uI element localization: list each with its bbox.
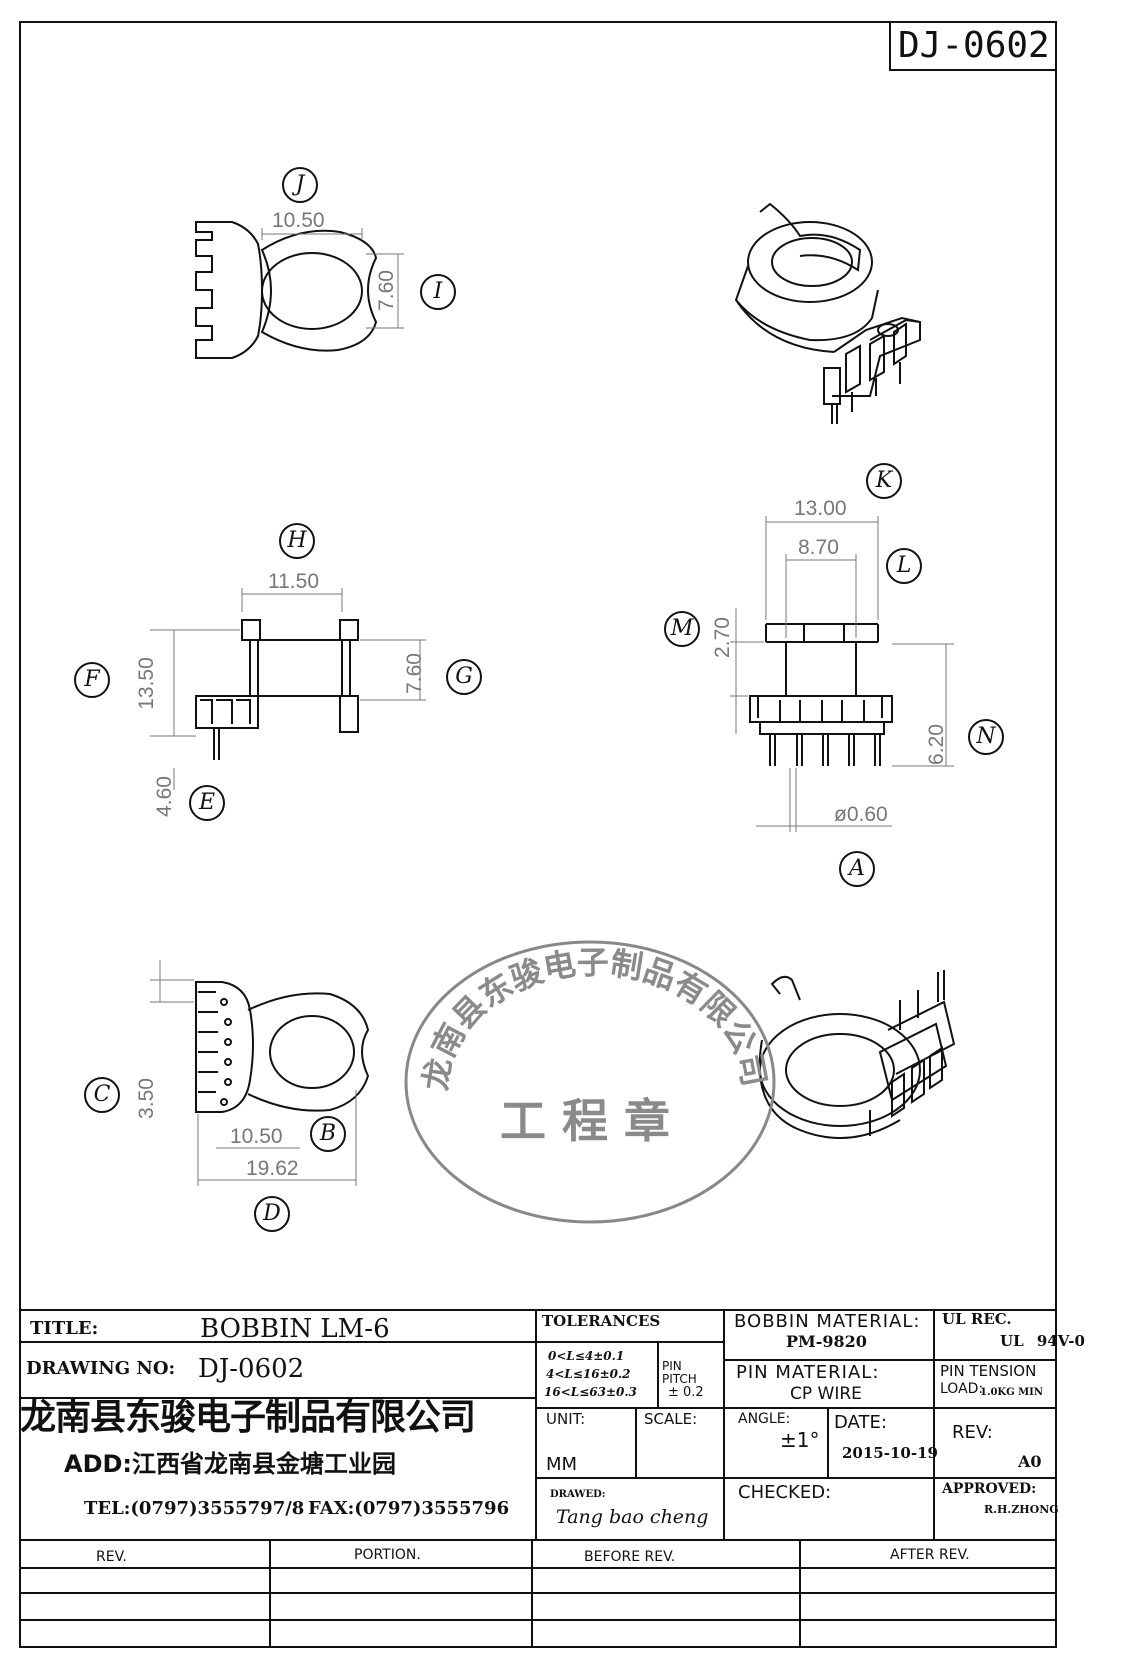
date-value: 2015-10-19	[842, 1444, 938, 1462]
callout-circle-g	[446, 659, 482, 695]
dim-top-height: 7.60	[374, 270, 398, 311]
pin-tension-load: LOAD:	[940, 1381, 984, 1397]
date-label: DATE:	[834, 1412, 887, 1433]
title-block-lines	[20, 1309, 1056, 1647]
callout-circle-h	[279, 523, 315, 559]
top-view	[195, 221, 404, 359]
rev-label: REV:	[952, 1422, 993, 1443]
callout-c: C	[93, 1082, 111, 1107]
rev-header-before: BEFORE REV.	[584, 1549, 676, 1565]
dim-front-flange-width: 13.00	[794, 497, 847, 520]
title-label: TITLE:	[30, 1318, 99, 1339]
company-fax: FAX:(0797)3555796	[308, 1498, 510, 1519]
unit-label: UNIT:	[546, 1410, 586, 1428]
callout-circle-d	[254, 1196, 290, 1232]
front-view	[730, 516, 954, 832]
drawn-value: Tang bao cheng	[556, 1506, 709, 1528]
dim-side-pin-length: 4.60	[152, 776, 176, 817]
callout-b: B	[319, 1121, 337, 1146]
callout-circle-j	[282, 167, 318, 203]
callout-circle-i	[420, 274, 456, 310]
dim-bottom-core-width: 10.50	[230, 1125, 283, 1148]
callout-l: L	[896, 553, 912, 578]
drawing-code: DJ-0602	[898, 25, 1050, 66]
isometric-view-2	[758, 970, 956, 1139]
callout-f: F	[84, 667, 100, 692]
drawing-no-label: DRAWING NO:	[26, 1358, 176, 1379]
callout-j: J	[295, 172, 305, 197]
dim-pin-diameter: ø0.60	[834, 803, 888, 826]
callout-g: G	[455, 664, 473, 689]
approved-value: R.H.ZHONG	[984, 1503, 1059, 1516]
drawing-no-value: DJ-0602	[198, 1354, 305, 1384]
ul-value: UL 94V-0	[1000, 1332, 1085, 1350]
bottom-view	[150, 960, 370, 1186]
pin-material-label: PIN MATERIAL:	[736, 1362, 880, 1383]
angle-value: ±1°	[780, 1428, 820, 1452]
dim-side-width: 11.50	[268, 570, 319, 593]
stamp-label: 工 程 章	[500, 1094, 671, 1148]
pin-material-value: CP WIRE	[790, 1384, 862, 1404]
pin-tension-value: 1.0KG MIN	[980, 1387, 1043, 1398]
callout-circle-e	[189, 785, 225, 821]
dim-side-total-height: 13.50	[134, 657, 158, 710]
tolerance-2: 4<L≤16±0.2	[546, 1367, 631, 1381]
callout-k: K	[875, 468, 893, 493]
company-tel: TEL:(0797)3555797/8	[84, 1498, 305, 1519]
callout-circle-l	[886, 548, 922, 584]
sheet-border	[19, 21, 1057, 1648]
side-view	[150, 588, 426, 790]
callout-circle-m	[664, 611, 700, 647]
bobbin-material-value: PM-9820	[786, 1332, 867, 1351]
company-name: 龙南县东骏电子制品有限公司	[20, 1397, 476, 1438]
scale-label: SCALE:	[644, 1410, 698, 1428]
angle-label: ANGLE:	[738, 1411, 791, 1427]
dim-bottom-pin-pitch: 3.50	[134, 1078, 158, 1119]
tolerances-label: TOLERANCES	[542, 1312, 661, 1330]
callout-circle-k	[866, 463, 902, 499]
dim-bottom-total-width: 19.62	[246, 1157, 299, 1180]
pin-tension-label: PIN TENSION	[940, 1362, 1037, 1380]
approved-label: APPROVED:	[942, 1481, 1037, 1497]
pin-pitch-value: ± 0.2	[668, 1385, 704, 1400]
dim-top-width: 10.50	[272, 209, 325, 232]
callout-circle-b	[310, 1116, 346, 1152]
callout-d: D	[263, 1201, 281, 1226]
callout-circle-f	[74, 662, 110, 698]
pin-pitch-label-1: PIN	[662, 1359, 682, 1373]
callout-a: A	[849, 856, 865, 881]
callout-h: H	[287, 528, 307, 553]
rev-value: A0	[1018, 1452, 1042, 1471]
dim-front-height: 6.20	[924, 724, 948, 765]
pin-pitch-label-2: PITCH	[662, 1372, 697, 1386]
dim-front-flange-thk: 2.70	[710, 617, 734, 658]
rev-header-portion: PORTION.	[354, 1547, 421, 1563]
callout-circle-n	[968, 719, 1004, 755]
tolerance-1: 0<L≤4±0.1	[548, 1349, 625, 1363]
title-value: BOBBIN LM-6	[200, 1314, 390, 1344]
tolerance-3: 16<L≤63±0.3	[544, 1385, 637, 1399]
callout-circle-a	[839, 851, 875, 887]
company-address: ADD:江西省龙南县金塘工业园	[64, 1450, 397, 1478]
callout-e: E	[198, 790, 216, 815]
drawn-label: DRAWED:	[550, 1489, 606, 1500]
company-stamp	[404, 940, 776, 1224]
callout-m: M	[670, 616, 694, 641]
callout-i: I	[433, 279, 443, 304]
dim-front-core-width: 8.70	[798, 536, 839, 559]
checked-label: CHECKED:	[738, 1482, 832, 1503]
rev-header-after: AFTER REV.	[890, 1547, 970, 1563]
unit-value: MM	[546, 1454, 578, 1475]
ul-label: UL REC.	[942, 1310, 1012, 1328]
dim-side-winding-height: 7.60	[402, 653, 426, 694]
isometric-view-1	[734, 202, 921, 424]
rev-header-rev: REV.	[96, 1549, 127, 1565]
drawing-code-box	[889, 21, 1057, 71]
callout-n: N	[976, 724, 996, 749]
callout-circle-c	[84, 1077, 120, 1113]
bobbin-material-label: BOBBIN MATERIAL:	[734, 1311, 921, 1332]
